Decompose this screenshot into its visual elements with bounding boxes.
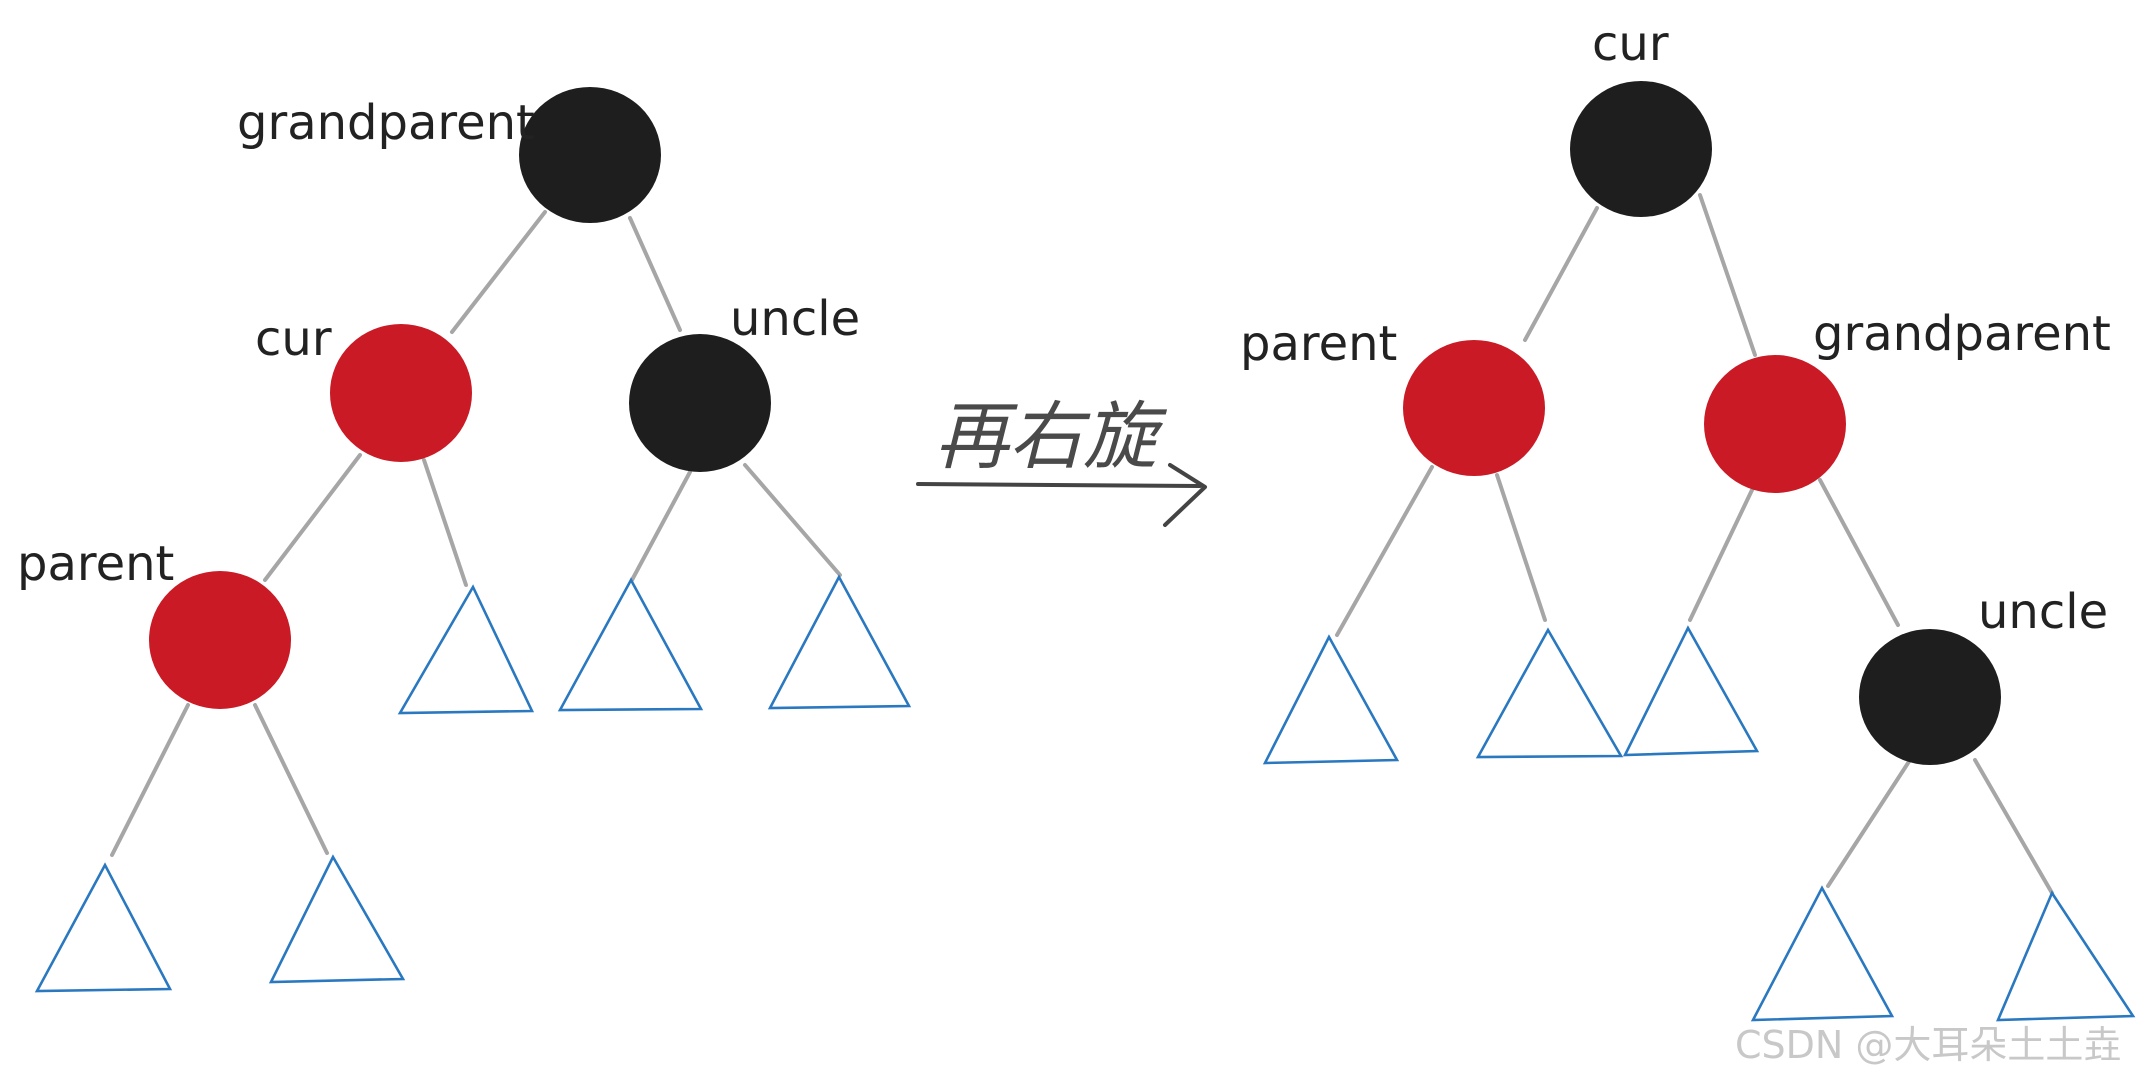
label-grandparent: grandparent xyxy=(237,95,535,151)
node-grandparent xyxy=(1704,355,1846,493)
tree-before: grandparent cur uncle parent xyxy=(17,87,912,993)
subtree-triangle xyxy=(557,577,704,712)
edge-cur-subtree xyxy=(422,458,468,587)
tree-after: cur parent grandparent uncle xyxy=(1240,16,2136,1022)
subtree-triangle xyxy=(1475,627,1624,759)
subtree-triangle xyxy=(767,574,912,710)
subtree-triangle xyxy=(397,584,535,715)
arrow-icon xyxy=(916,482,1202,488)
edge-uncle-subtree-right xyxy=(1973,758,2054,895)
watermark: CSDN @大耳朵土土垚 xyxy=(1735,1023,2121,1067)
edge-cur-grandparent xyxy=(1698,193,1757,357)
node-grandparent xyxy=(519,87,661,223)
subtree-triangle xyxy=(1622,625,1760,757)
arrow-head-icon xyxy=(1163,463,1207,527)
node-parent xyxy=(149,571,291,709)
edge-parent-subtree-right xyxy=(253,703,329,855)
edge-grandparent-uncle xyxy=(628,216,682,332)
edge-uncle-subtree-right xyxy=(743,463,842,577)
edge-cur-parent xyxy=(1523,206,1599,342)
edge-parent-subtree-right xyxy=(1495,473,1547,622)
edge-grandparent-cur xyxy=(450,210,547,334)
label-parent: parent xyxy=(17,536,174,592)
subtree-triangle xyxy=(1996,890,2136,1022)
node-parent xyxy=(1403,340,1545,476)
label-uncle: uncle xyxy=(1978,584,2108,640)
node-cur xyxy=(1570,81,1712,217)
edge-uncle-subtree-left xyxy=(1826,758,1912,888)
subtree-triangle xyxy=(34,862,173,993)
rotation-arrow: 再右旋 xyxy=(916,394,1207,527)
subtree-triangle xyxy=(268,854,406,984)
edge-parent-subtree-left xyxy=(1335,465,1434,637)
edge-cur-parent xyxy=(263,453,362,582)
subtree-triangle xyxy=(1262,634,1400,765)
node-cur xyxy=(330,324,472,462)
node-uncle xyxy=(629,334,771,472)
node-uncle xyxy=(1859,629,2001,765)
edge-grandparent-subtree xyxy=(1688,488,1754,622)
edge-uncle-subtree-left xyxy=(630,470,692,582)
label-uncle: uncle xyxy=(730,291,860,347)
subtree-triangle xyxy=(1750,885,1895,1022)
label-cur: cur xyxy=(1592,16,1669,72)
label-grandparent: grandparent xyxy=(1813,306,2111,362)
label-parent: parent xyxy=(1240,316,1397,372)
label-cur: cur xyxy=(255,311,332,367)
operation-label: 再右旋 xyxy=(935,394,1168,480)
edge-grandparent-uncle xyxy=(1818,478,1900,627)
edge-parent-subtree-left xyxy=(110,703,190,857)
